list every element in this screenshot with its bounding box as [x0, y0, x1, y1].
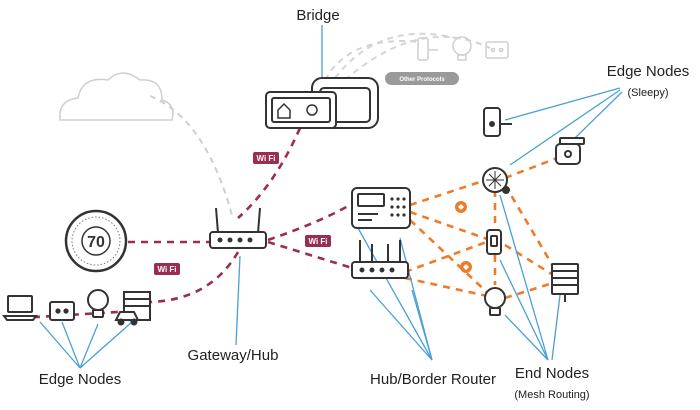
lightbulb-icon — [484, 287, 506, 316]
laptop-icon — [2, 295, 38, 321]
alarm-sensor-icon — [482, 167, 510, 194]
wifi-badge-top: Wi Fi — [253, 152, 279, 164]
wifi-badge-left: Wi Fi — [154, 263, 180, 275]
edge-nodes-left-label: Edge Nodes — [39, 371, 122, 388]
faded-plug-icon — [485, 41, 509, 59]
other-protocols-label: Other Protocols — [399, 77, 445, 83]
window-blind-icon — [551, 263, 579, 302]
svg-text:Wi Fi: Wi Fi — [256, 154, 275, 163]
hub-border-router-label: Hub/Border Router — [370, 371, 496, 388]
hub-panel-icon — [351, 187, 411, 229]
border-router-icon — [351, 240, 409, 279]
plug-icon — [49, 301, 75, 321]
router-icon — [209, 207, 267, 249]
svg-text:Wi Fi: Wi Fi — [157, 265, 176, 274]
wifi-links — [19, 127, 353, 320]
svg-text:Wi Fi: Wi Fi — [308, 237, 327, 246]
thermostat-value: 70 — [87, 234, 105, 251]
other-protocol-links — [324, 32, 491, 81]
faded-devices — [417, 36, 509, 61]
smoke-detector-icon — [555, 137, 585, 165]
car-icon — [114, 311, 140, 326]
thermostat-icon: 70 — [64, 209, 128, 273]
battery-icon — [486, 229, 502, 255]
mesh-marker-1 — [455, 201, 467, 213]
faded-lightbulb-icon — [452, 36, 472, 56]
end-nodes-label: End Nodes — [515, 365, 589, 382]
faded-lock-icon — [417, 37, 429, 61]
left-lightbulb-icon — [87, 289, 109, 318]
bridge-device-icon — [265, 77, 379, 129]
lock-icon — [483, 107, 512, 137]
callout-lines — [39, 25, 623, 369]
gateway-hub-label: Gateway/Hub — [188, 347, 279, 364]
end-nodes-sublabel: (Mesh Routing) — [514, 389, 589, 401]
cloud-icon — [59, 72, 174, 121]
edge-nodes-sleepy-sublabel: (Sleepy) — [628, 87, 669, 99]
mesh-marker-2 — [460, 261, 472, 273]
wifi-badge-right: Wi Fi — [305, 235, 331, 247]
other-protocols-pill: Other Protocols — [385, 72, 459, 85]
edge-nodes-sleepy-label: Edge Nodes — [607, 63, 690, 80]
bridge-label: Bridge — [296, 7, 339, 24]
cloud-router-link — [149, 95, 233, 216]
